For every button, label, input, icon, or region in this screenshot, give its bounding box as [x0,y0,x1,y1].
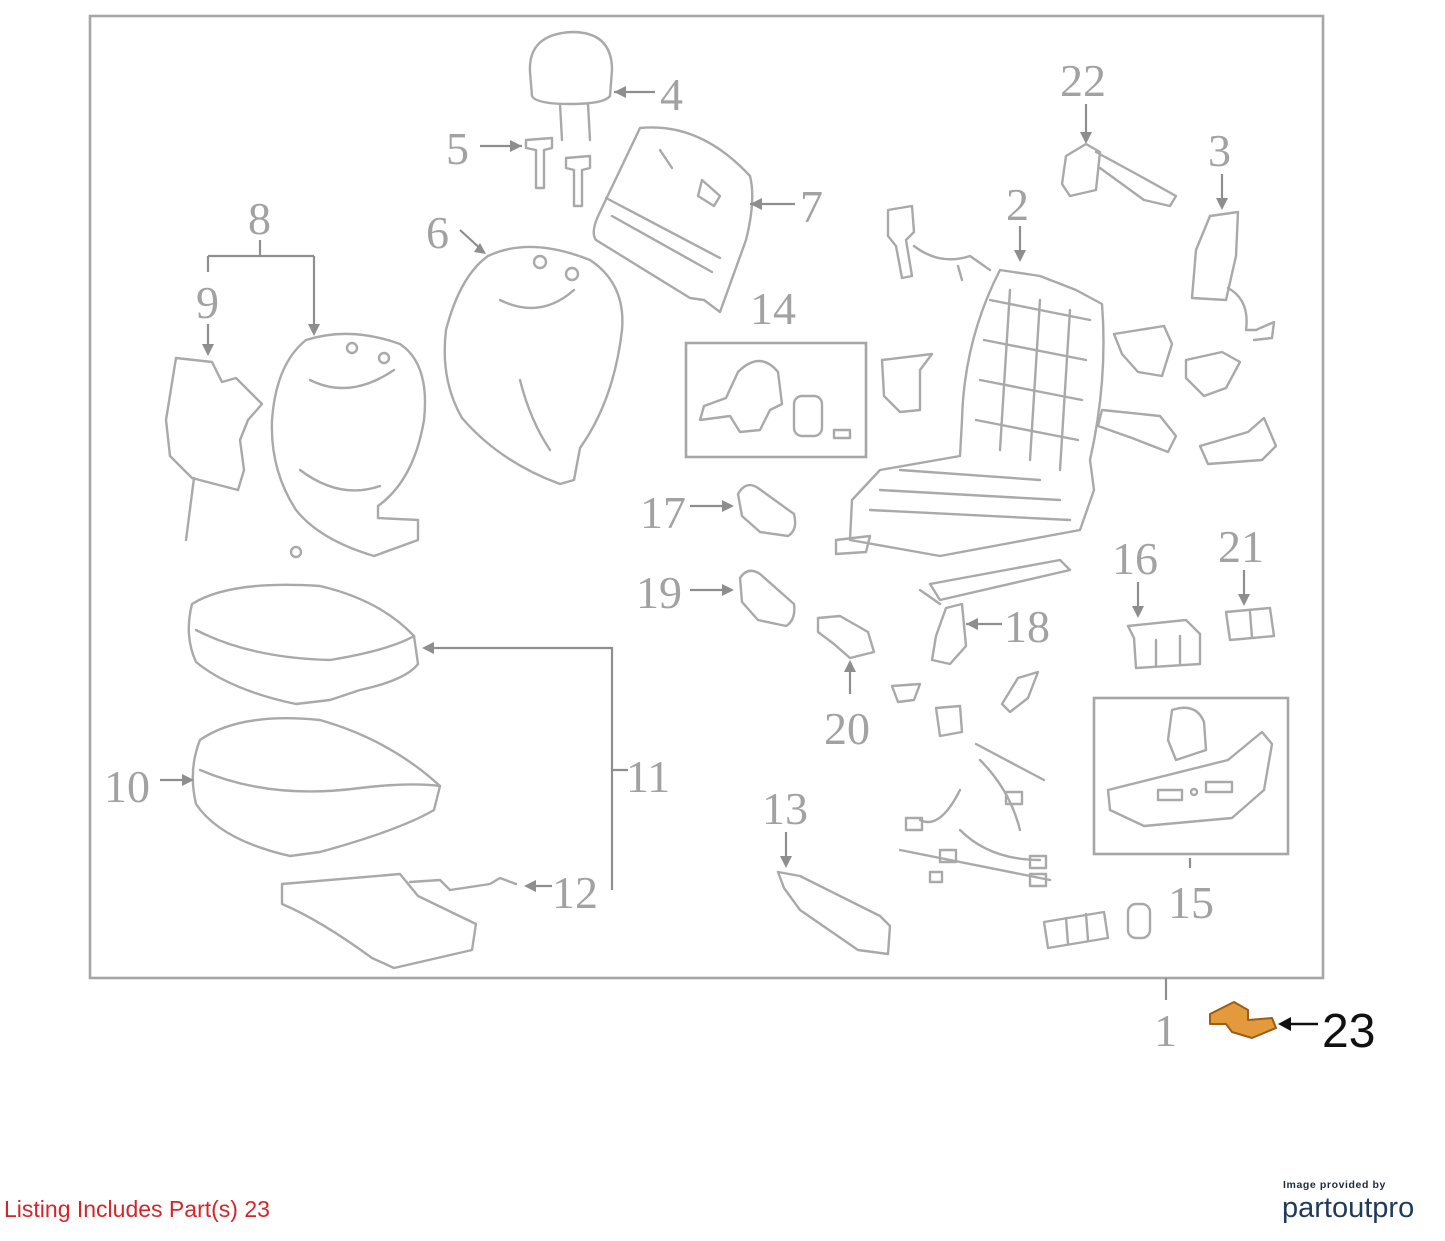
callout-15: 15 [1168,877,1214,928]
callout-9: 9 [196,277,219,328]
callout-3: 3 [1208,125,1231,176]
part-2-side-parts [886,204,1278,466]
part-22-seat-track-part[interactable] [1060,142,1178,208]
credit-line: Image provided by [1283,1179,1386,1191]
callout-18: 18 [1004,601,1050,652]
listing-note: Listing Includes Part(s) 23 [4,1196,270,1222]
part-15-seat-trim[interactable] [1106,706,1274,828]
callout-12: 12 [552,867,598,918]
image-credit: Image provided by partoutpro [1282,1179,1432,1225]
callout-16: 16 [1112,533,1158,584]
part-8-seatback-pad[interactable] [270,332,427,559]
part-16-switch[interactable] [1126,618,1202,670]
part-21-switch[interactable] [1224,606,1276,642]
callout-14: 14 [750,283,796,334]
wiring-harness [890,670,1052,888]
callout-19: 19 [636,567,682,618]
part-11-seat-cushion-cover[interactable] [187,583,420,706]
part-23-highlighted[interactable] [1209,1001,1277,1039]
callout-13: 13 [762,783,808,834]
part-10-seat-cushion-pad[interactable] [191,717,442,858]
callout-17: 17 [640,487,686,538]
part-9-heater-element[interactable] [164,356,264,542]
callout-23: 23 [1322,1005,1375,1058]
callout-1: 1 [1154,1005,1177,1056]
part-2-seat-frame[interactable] [834,268,1105,606]
part-5-headrest-guides[interactable] [524,136,592,208]
part-15-switches [1042,902,1152,950]
partoutpro-logo: partoutpro [1282,1192,1415,1224]
callout-22: 22 [1060,55,1106,106]
callout-11: 11 [626,751,670,802]
part-7-seatback-board[interactable] [592,126,754,314]
part-19-knob[interactable] [738,569,796,628]
part-6-seatback-cover[interactable] [443,245,624,486]
callout-21: 21 [1218,521,1264,572]
part-4-headrest[interactable] [528,30,614,142]
callout-4: 4 [660,69,683,120]
callout-5: 5 [446,123,469,174]
callout-8: 8 [248,193,271,244]
callout-10: 10 [104,761,150,812]
callout-7: 7 [800,181,823,232]
part-13-side-shield[interactable] [776,870,892,956]
part-17-knob[interactable] [736,483,797,538]
part-3-side-airbag[interactable] [1190,210,1276,342]
assembly-frame [88,14,1325,980]
part-18-lever[interactable] [930,602,968,666]
part-12-cushion-heater[interactable] [280,872,518,970]
part-14-recliner-cover[interactable] [698,359,852,440]
callout-20: 20 [824,703,870,754]
callout-2: 2 [1006,179,1029,230]
part-20-switch[interactable] [816,614,876,660]
callout-6: 6 [426,207,449,258]
